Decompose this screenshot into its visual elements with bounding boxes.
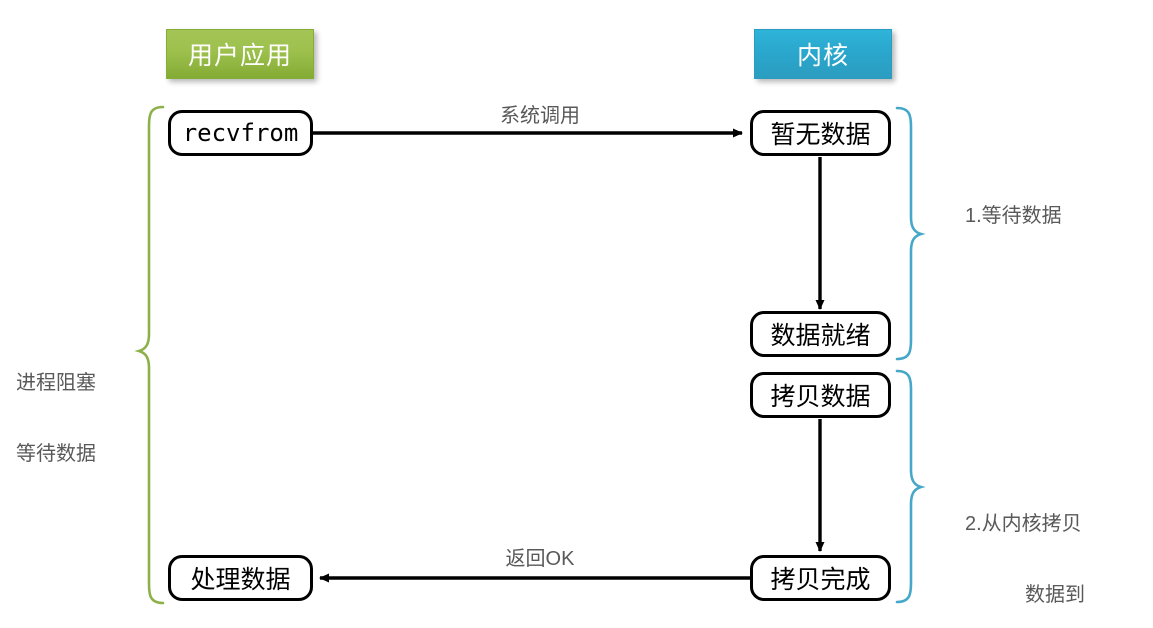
header-user-application: 用户应用 [166,29,314,79]
node-copy-done: 拷贝完成 [750,555,891,601]
annotation-process-blocked-line1: 进程阻塞 [16,372,96,395]
annotation-copy-line1: 2.从内核拷贝 [965,513,1082,536]
edge-label-return-ok: 返回OK [505,548,575,570]
edge-label-syscall: 系统调用 [500,105,580,127]
annotation-copy-line2: 数据到 [1025,583,1085,606]
node-process-data: 处理数据 [168,555,313,601]
annotation-copy-kernel-to-user: 2.从内核拷贝 数据到 用户空间 [965,466,1145,628]
annotation-wait-data: 1.等待数据 [965,205,1062,227]
header-kernel: 内核 [754,29,892,79]
annotation-process-blocked-line2: 等待数据 [16,442,96,465]
node-copy-data: 拷贝数据 [750,372,891,418]
left-brace-green [134,105,165,605]
right-brace-copy-data [895,369,926,604]
node-recvfrom: recvfrom [168,110,313,156]
node-data-ready: 数据就绪 [750,311,891,357]
node-no-data: 暂无数据 [750,110,891,156]
right-brace-wait-data [895,106,926,361]
annotation-process-blocked: 进程阻塞 等待数据 [16,325,136,514]
